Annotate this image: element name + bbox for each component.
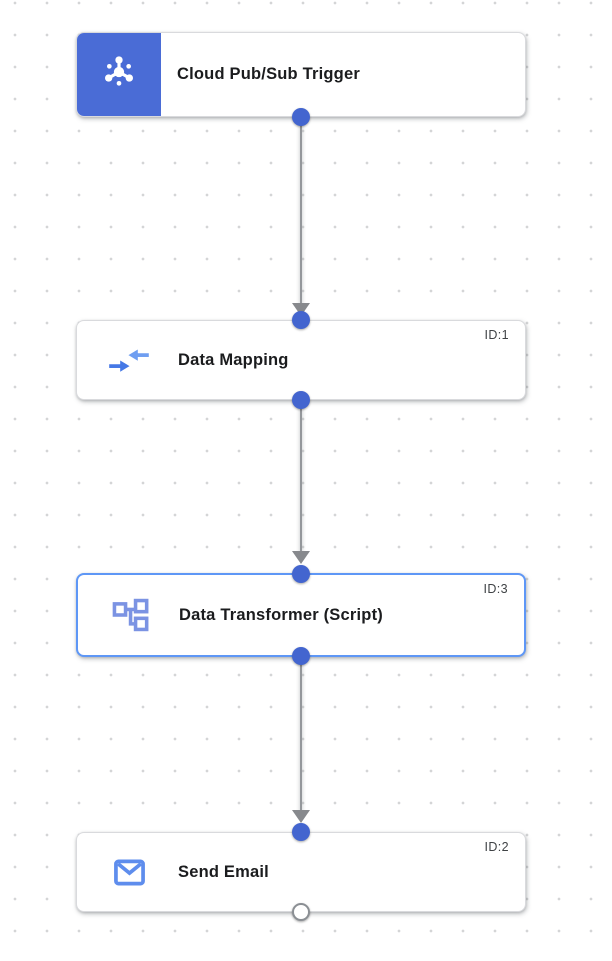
edge-line <box>299 657 303 812</box>
edge-line <box>299 400 303 553</box>
input-port[interactable] <box>292 823 310 841</box>
node-title: Data Transformer (Script) <box>179 605 383 624</box>
node-title: Data Mapping <box>178 350 289 369</box>
output-port[interactable] <box>292 391 310 409</box>
edge-line <box>299 117 303 305</box>
data-mapping-icon <box>105 345 153 376</box>
node-cloud-pubsub-trigger[interactable]: Cloud Pub/Sub Trigger <box>76 32 526 126</box>
data-transformer-icon <box>106 595 154 635</box>
output-port[interactable] <box>292 108 310 126</box>
node-id-badge: ID:2 <box>484 840 509 854</box>
node-send-email[interactable]: ID:2 Send Email <box>76 823 526 921</box>
output-port-open[interactable] <box>292 903 310 921</box>
node-id-badge: ID:3 <box>483 582 508 596</box>
input-port[interactable] <box>292 565 310 583</box>
node-title: Cloud Pub/Sub Trigger <box>177 65 360 83</box>
input-port[interactable] <box>292 311 310 329</box>
arrow-down-icon <box>292 810 310 823</box>
trigger-icon-block <box>77 33 161 116</box>
node-title: Send Email <box>178 862 269 881</box>
pubsub-icon <box>99 52 139 97</box>
output-port[interactable] <box>292 647 310 665</box>
send-email-icon <box>105 854 153 891</box>
node-id-badge: ID:1 <box>484 328 509 342</box>
node-data-transformer-script[interactable]: ID:3 Data Transformer (Script) <box>76 565 526 665</box>
arrow-down-icon <box>292 551 310 564</box>
node-data-mapping[interactable]: ID:1 Data Mapping <box>76 311 526 409</box>
